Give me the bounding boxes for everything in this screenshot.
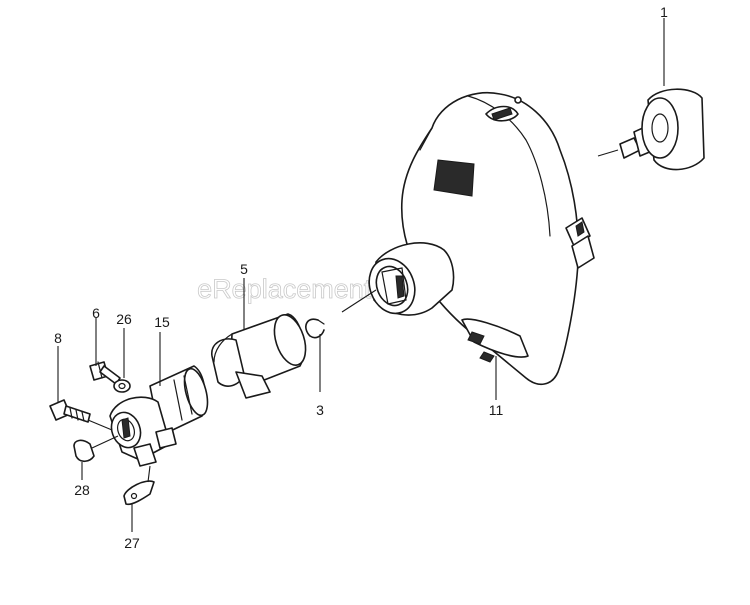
callout-3: 3 bbox=[316, 402, 324, 418]
callout-27: 27 bbox=[124, 535, 140, 551]
part-11-housing[interactable] bbox=[362, 92, 595, 385]
part-26-washer[interactable] bbox=[113, 379, 131, 393]
part-5-sleeve[interactable] bbox=[211, 311, 312, 399]
part-15-clamp[interactable] bbox=[107, 365, 212, 467]
callout-15: 15 bbox=[154, 314, 170, 330]
part-6-bolt[interactable] bbox=[89, 361, 121, 385]
callout-6: 6 bbox=[92, 305, 100, 321]
part-28-key[interactable] bbox=[73, 435, 119, 463]
part-8-screw[interactable] bbox=[49, 399, 113, 431]
callout-11: 11 bbox=[489, 402, 504, 418]
leader-3-to-housing bbox=[341, 289, 377, 313]
part-3-circlip[interactable] bbox=[305, 318, 325, 339]
callout-8: 8 bbox=[54, 330, 62, 346]
part-1-clutch-drum[interactable] bbox=[597, 88, 705, 171]
callout-5: 5 bbox=[240, 261, 248, 277]
callout-1: 1 bbox=[660, 4, 668, 20]
part-1-axis-line bbox=[597, 149, 619, 157]
part-27-clip-plate[interactable] bbox=[123, 465, 155, 506]
callout-26: 26 bbox=[116, 311, 132, 327]
callout-28: 28 bbox=[74, 482, 90, 498]
